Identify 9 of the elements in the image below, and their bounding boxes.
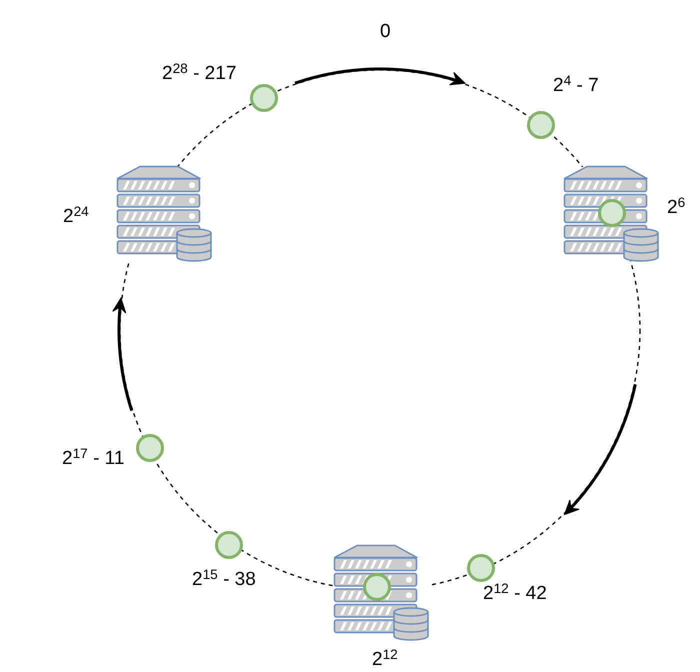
position-label: 2$^{28}$ - 217	[162, 63, 236, 85]
position-label: 2$^{12}$	[372, 649, 398, 671]
position-label: 2$^{4}$ - 7	[553, 75, 599, 97]
position-label: 2$^{12}$ - 42	[483, 583, 547, 605]
position-label: 2$^{24}$	[63, 206, 89, 228]
position-label: 2$^{17}$ - 11	[62, 448, 124, 470]
position-label: 2$^{6}$	[667, 197, 686, 219]
position-label: 2$^{15}$ - 38	[192, 569, 256, 591]
origin-label: 0	[380, 21, 391, 43]
